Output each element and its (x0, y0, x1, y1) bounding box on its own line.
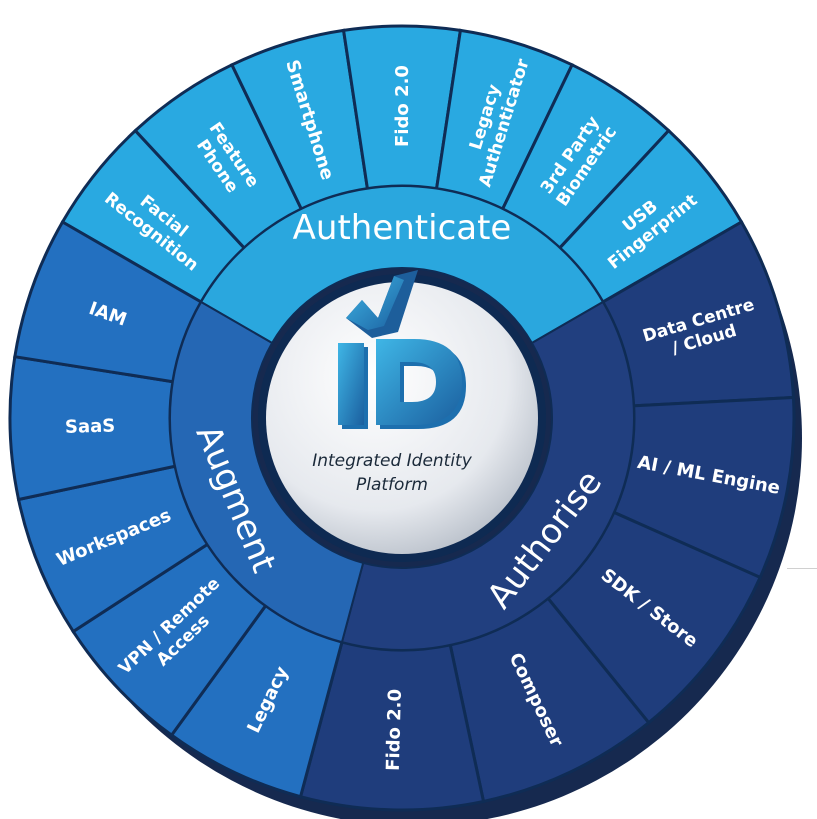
segment-label-fido-2-0: Fido 2.0 (392, 65, 413, 147)
ring-authenticate (199, 185, 605, 345)
center-disc: Integrated Identity Platform (258, 270, 546, 562)
center-title-line2: Platform (356, 475, 428, 495)
ring-authorise (340, 300, 635, 651)
section-label-authenticate: Authenticate (293, 208, 512, 248)
segment-label-fido-2-0: Fido 2.0 (383, 689, 406, 771)
center-title-line1: Integrated Identity (312, 451, 473, 471)
platform-logo-icon (338, 270, 466, 429)
segment-label-saas: SaaS (65, 416, 116, 438)
divider-line (787, 568, 817, 569)
ring-augment (169, 300, 365, 644)
